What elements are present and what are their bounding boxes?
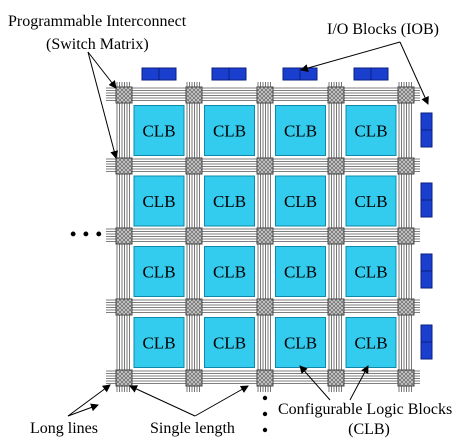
switch-matrix <box>327 298 345 316</box>
long-lines-label: Long lines <box>30 420 98 437</box>
clb-block <box>345 317 397 368</box>
annotation-arrow <box>299 365 331 401</box>
interconnect-label-line1: Programmable Interconnect <box>8 13 187 30</box>
clb-block-label: CLB <box>213 122 246 141</box>
switch-matrix <box>185 86 203 104</box>
clb-block-label: CLB <box>354 334 387 353</box>
switch-matrix <box>115 369 133 387</box>
clb-block <box>275 246 326 297</box>
switch-matrix <box>327 227 345 245</box>
clb-block <box>204 317 255 368</box>
switch-matrix <box>327 369 345 387</box>
clb-block <box>345 105 397 156</box>
switch-matrix <box>256 298 274 316</box>
clb-block <box>204 175 255 227</box>
clb-block-label: CLB <box>354 263 387 282</box>
switch-matrix <box>256 157 274 175</box>
iob-block <box>420 324 433 343</box>
iob-block <box>420 129 433 148</box>
single-length-label: Single length <box>150 420 235 437</box>
switch-matrix <box>397 227 415 245</box>
clb-label-line1: Configurable Logic Blocks <box>278 401 453 418</box>
io-blocks-label: I/O Blocks (IOB) <box>327 21 439 38</box>
switch-matrix <box>397 369 415 387</box>
annotation-arrow <box>300 41 401 72</box>
annotation-arrow <box>87 51 117 89</box>
ellipsis-dot <box>262 411 268 417</box>
clb-block <box>204 105 255 156</box>
switch-matrix <box>185 227 203 245</box>
iob-block <box>420 182 433 201</box>
iob-block <box>211 67 230 81</box>
iob-block <box>370 67 389 81</box>
iob-block <box>420 270 433 289</box>
clb-block-label: CLB <box>142 192 175 211</box>
clb-block-label: CLB <box>284 122 317 141</box>
clb-block <box>345 175 397 227</box>
iob-block <box>420 341 433 360</box>
annotation-arrow <box>349 365 369 401</box>
clb-block-label: CLB <box>142 263 175 282</box>
switch-matrix <box>115 227 133 245</box>
clb-block <box>133 175 185 227</box>
clb-block <box>133 105 185 156</box>
switch-matrix <box>185 157 203 175</box>
annotation-arrow <box>67 384 111 417</box>
iob-block <box>353 67 372 81</box>
iob-block <box>158 67 177 81</box>
switch-matrix <box>185 369 203 387</box>
iob-block <box>141 67 160 81</box>
clb-block-label: CLB <box>354 122 387 141</box>
switch-matrix <box>115 157 133 175</box>
clb-block-label: CLB <box>354 192 387 211</box>
switch-matrix <box>397 298 415 316</box>
iob-block <box>228 67 247 81</box>
switch-matrix <box>256 86 274 104</box>
switch-matrix <box>115 298 133 316</box>
clb-block <box>133 246 185 297</box>
interconnect-label-line2: (Switch Matrix) <box>46 36 149 53</box>
switch-matrix <box>327 86 345 104</box>
iob-block <box>420 199 433 218</box>
clb-block <box>275 105 326 156</box>
annotation-arrow <box>194 385 249 417</box>
clb-block <box>133 317 185 368</box>
clb-label-line2: (CLB) <box>348 421 390 438</box>
annotation-arrow <box>399 41 429 105</box>
switch-matrix <box>185 298 203 316</box>
iob-block <box>420 253 433 272</box>
ellipsis-horizontal: • • • <box>70 224 103 244</box>
clb-block-label: CLB <box>284 263 317 282</box>
clb-block-label: CLB <box>213 263 246 282</box>
clb-block-label: CLB <box>284 334 317 353</box>
ellipsis-dot <box>262 395 268 401</box>
switch-matrix <box>256 369 274 387</box>
switch-matrix <box>397 86 415 104</box>
clb-block-label: CLB <box>213 334 246 353</box>
clb-block-label: CLB <box>284 192 317 211</box>
switch-matrix <box>256 227 274 245</box>
clb-block-label: CLB <box>213 192 246 211</box>
annotation-arrow <box>67 403 99 417</box>
clb-block-label: CLB <box>142 334 175 353</box>
annotation-arrow <box>129 385 196 417</box>
clb-block <box>204 246 255 297</box>
ellipsis-dot <box>262 427 268 433</box>
switch-matrix <box>397 157 415 175</box>
clb-block-label: CLB <box>142 122 175 141</box>
annotation-arrow <box>87 51 119 159</box>
clb-block <box>345 246 397 297</box>
clb-block <box>275 175 326 227</box>
clb-block <box>275 317 326 368</box>
iob-block <box>282 67 301 81</box>
switch-matrix <box>115 86 133 104</box>
switch-matrix <box>327 157 345 175</box>
iob-block <box>420 112 433 131</box>
